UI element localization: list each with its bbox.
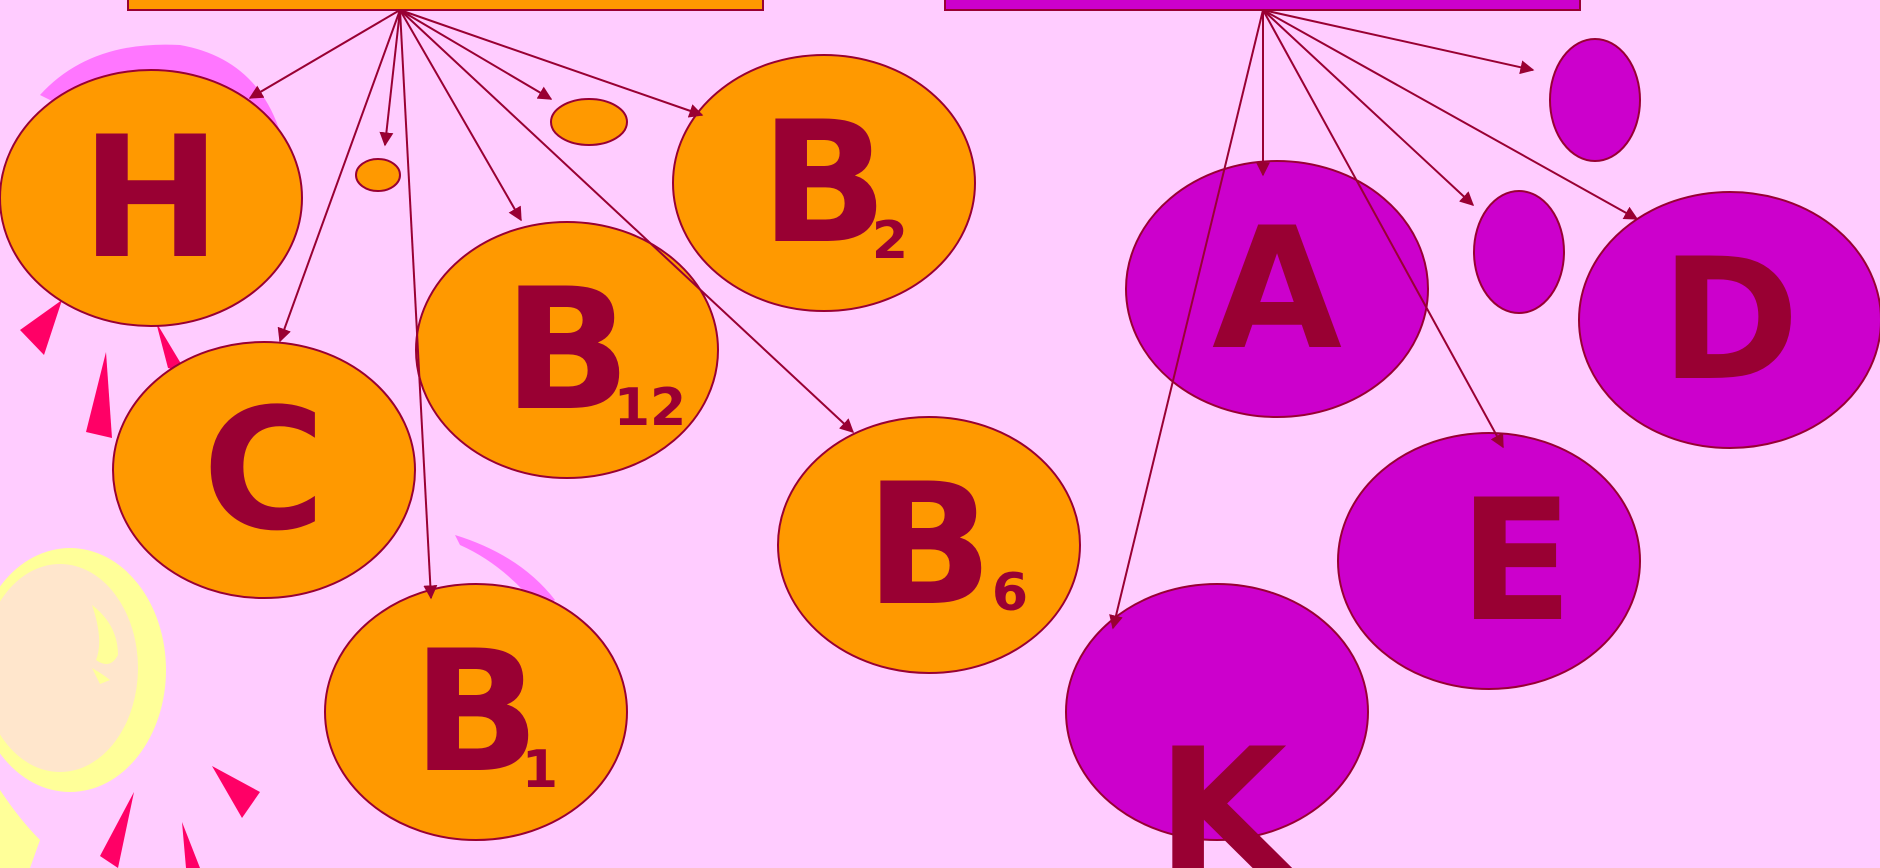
arrow-to-b6 — [399, 9, 855, 433]
red-spike-decoration — [182, 822, 200, 868]
node-b2-subscript: 2 — [872, 211, 908, 271]
left-header-bar — [127, 0, 764, 11]
small-node-ellipse — [550, 98, 628, 146]
node-h-ellipse — [0, 69, 303, 327]
balloon-highlight-decoration — [92, 668, 110, 684]
right-group: A D E K — [1065, 38, 1880, 868]
right-arrows — [1109, 9, 1639, 630]
small-node-ellipse — [1549, 38, 1641, 162]
right-header-bar — [944, 0, 1581, 11]
node-b12-ellipse — [415, 221, 719, 479]
left-arrows — [248, 9, 855, 600]
node-a-label: A — [1212, 191, 1342, 387]
node-e-ellipse — [1337, 432, 1641, 690]
node-b12-label: B — [503, 252, 631, 448]
arrow-to-d — [1262, 9, 1639, 220]
arrow-to-h — [248, 9, 401, 99]
arrow-to-e — [1262, 9, 1504, 449]
arrow-to-b2 — [399, 9, 704, 118]
node-d-ellipse — [1578, 191, 1880, 449]
node-b1-label: B — [412, 614, 540, 810]
node-b2-ellipse — [672, 54, 976, 312]
red-spike-decoration — [212, 766, 260, 818]
node-k-label: K — [1157, 712, 1293, 868]
arrow-to-small-node — [399, 9, 553, 100]
node-c-ellipse — [112, 341, 416, 599]
decorations — [0, 44, 555, 868]
red-spike-decoration — [100, 792, 134, 868]
node-d-label: D — [1660, 222, 1799, 418]
red-spike-decoration — [86, 352, 112, 438]
arrow-to-c — [277, 9, 401, 343]
arrow-to-k — [1109, 9, 1264, 630]
node-k-ellipse — [1065, 583, 1369, 841]
balloon-highlight-decoration — [92, 605, 118, 664]
node-b12-subscript: 12 — [614, 378, 686, 438]
pink-swirl-decoration — [40, 44, 285, 151]
red-spike-decoration — [20, 300, 62, 355]
arrow-to-b1 — [399, 9, 438, 600]
arrow-to-small-node — [379, 9, 401, 147]
yellow-balloon-decoration — [0, 790, 40, 868]
arrow-to-b12 — [399, 9, 522, 222]
small-node-ellipse — [1473, 190, 1565, 314]
node-b2-label: B — [760, 85, 888, 281]
node-b1-ellipse — [324, 583, 628, 841]
pink-swirl-decoration — [455, 535, 555, 610]
arrow-to-small-node — [1262, 9, 1475, 206]
red-spike-decoration — [156, 322, 186, 372]
node-c-label: C — [202, 372, 325, 568]
node-b6-subscript: 6 — [992, 563, 1028, 623]
node-b1-subscript: 1 — [522, 740, 558, 800]
arrow-to-small-node — [1262, 9, 1535, 75]
left-group: H B 2 B 12 C B 6 B 1 — [0, 54, 1081, 841]
node-h-label: H — [81, 100, 222, 296]
node-e-label: E — [1459, 463, 1574, 659]
node-a-ellipse — [1125, 160, 1429, 418]
small-node-ellipse — [355, 158, 401, 192]
node-b6-ellipse — [777, 416, 1081, 674]
node-b6-label: B — [865, 447, 993, 643]
